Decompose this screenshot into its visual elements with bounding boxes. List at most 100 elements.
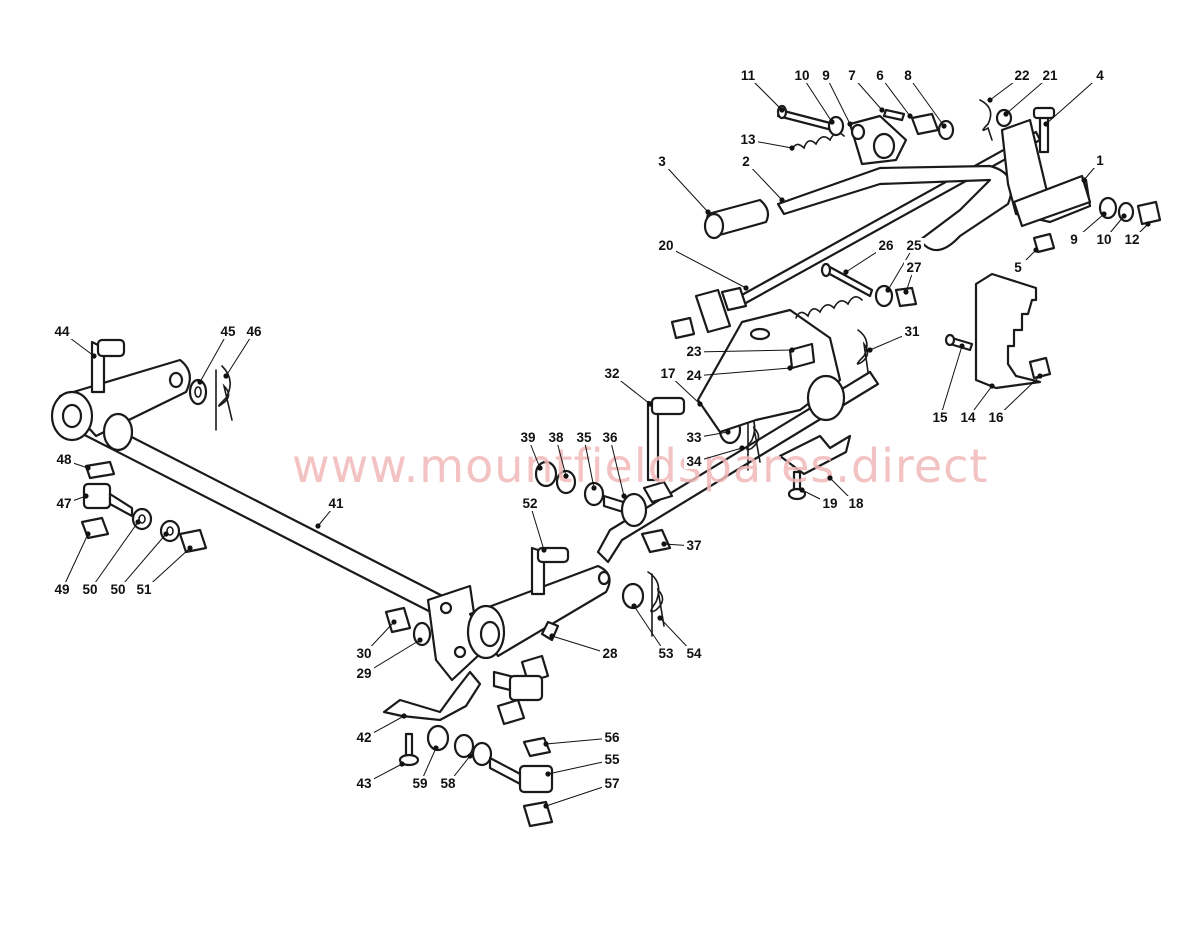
callout-anchor-dot xyxy=(537,465,543,471)
part-26-bolt xyxy=(820,262,874,298)
part-47-pivot-pin xyxy=(82,482,134,518)
callout-anchor-dot xyxy=(779,107,785,113)
callout-leader xyxy=(693,367,791,377)
callout-anchor-dot xyxy=(843,269,849,275)
callout-anchor-dot xyxy=(789,347,795,353)
callout-label-bg xyxy=(602,776,622,791)
callout-leader xyxy=(225,331,255,377)
callout-anchor-dot xyxy=(163,531,169,537)
part-11-bolt xyxy=(776,104,836,132)
callout-label-10: 10 xyxy=(1096,232,1111,247)
part-31-clip xyxy=(856,329,869,373)
callout-anchor-dot xyxy=(959,343,965,349)
callout-label-38: 38 xyxy=(548,430,564,445)
callout-label-bg xyxy=(354,776,374,791)
callout-leader xyxy=(583,437,595,489)
part-59-spacer xyxy=(426,724,450,752)
callout-label-28: 28 xyxy=(602,646,618,661)
callout-leader xyxy=(545,783,613,807)
callout-label-18: 18 xyxy=(848,496,864,511)
callout-label-59: 59 xyxy=(412,776,427,791)
callout-anchor-dot xyxy=(543,803,549,809)
callout-label-17: 17 xyxy=(660,366,675,381)
part-2-pedal-arm xyxy=(776,164,1013,252)
callout-label-bg xyxy=(736,154,756,169)
part-35-washer xyxy=(583,481,605,507)
callout-label-20: 20 xyxy=(658,238,673,253)
callout-leader xyxy=(939,345,963,419)
part-38-washer xyxy=(555,469,577,495)
callout-anchor-dot xyxy=(1043,121,1049,127)
callout-anchor-dot xyxy=(743,285,749,291)
callout-anchor-dot xyxy=(829,119,835,125)
callout-anchor-dot xyxy=(85,531,91,537)
callout-label-22: 22 xyxy=(1014,68,1029,83)
callout-label-bg xyxy=(546,430,566,445)
callout-label-11: 11 xyxy=(741,68,756,83)
part-43-screw xyxy=(398,732,420,767)
part-18-bracket xyxy=(778,434,852,476)
callout-label-48: 48 xyxy=(56,452,72,467)
callout-label-bg xyxy=(898,68,918,83)
callout-label-bg xyxy=(986,410,1006,425)
callout-label-12: 12 xyxy=(1124,232,1139,247)
part-9-bracket xyxy=(848,114,908,166)
part-51-nut xyxy=(178,528,208,554)
part-22-r-clip xyxy=(979,99,993,141)
callout-label-24: 24 xyxy=(686,368,702,383)
callout-label-13: 13 xyxy=(740,132,756,147)
part-32-pin xyxy=(646,396,686,482)
callout-label-bg xyxy=(354,646,374,661)
callout-anchor-dot xyxy=(725,429,731,435)
callout-anchor-dot xyxy=(739,445,745,451)
callout-anchor-dot xyxy=(885,287,891,293)
callout-leader xyxy=(661,161,709,213)
callout-anchor-dot xyxy=(1121,213,1127,219)
callout-label-31: 31 xyxy=(904,324,920,339)
callout-anchor-dot xyxy=(417,637,423,643)
callout-label-bg xyxy=(930,410,950,425)
part-17-plate xyxy=(696,308,846,434)
part-58-washers xyxy=(453,733,493,767)
callout-label-bg xyxy=(108,582,128,597)
callout-label-bg xyxy=(52,582,72,597)
callout-leader xyxy=(545,737,613,745)
callout-anchor-dot xyxy=(647,401,653,407)
callout-label-bg xyxy=(600,646,620,661)
callout-anchor-dot xyxy=(621,493,627,499)
part-24-spring xyxy=(795,296,863,319)
callout-anchor-dot xyxy=(903,289,909,295)
callout-label-bg xyxy=(54,452,74,467)
part-48-nut xyxy=(84,460,116,480)
callout-anchor-dot xyxy=(135,519,141,525)
callout-label-bg xyxy=(958,410,978,425)
callout-anchor-dot xyxy=(705,209,711,215)
part-16-nut xyxy=(1028,356,1052,380)
callout-label-23: 23 xyxy=(686,344,702,359)
callout-label-35: 35 xyxy=(576,430,592,445)
callout-leader xyxy=(693,349,793,353)
part-14-ratchet-plate xyxy=(974,272,1042,390)
callout-anchor-dot xyxy=(907,113,913,119)
part-36-bolt xyxy=(602,480,674,528)
callout-anchor-dot xyxy=(91,353,97,359)
callout-label-52: 52 xyxy=(522,496,537,511)
callout-label-bg xyxy=(52,324,72,339)
callout-leader xyxy=(1045,75,1101,125)
callout-label-2: 2 xyxy=(742,154,750,169)
callout-label-bg xyxy=(738,68,758,83)
callout-label-bg xyxy=(842,68,862,83)
callout-label-bg xyxy=(684,368,704,383)
callout-label-51: 51 xyxy=(136,582,152,597)
callout-anchor-dot xyxy=(391,619,397,625)
callout-label-27: 27 xyxy=(906,260,921,275)
callout-anchor-dot xyxy=(1037,373,1043,379)
callout-label-bg xyxy=(792,68,812,83)
callout-label-5: 5 xyxy=(1014,260,1022,275)
callout-label-bg xyxy=(870,68,890,83)
callout-anchor-dot xyxy=(545,771,551,777)
callout-label-50: 50 xyxy=(82,582,97,597)
callout-label-bg xyxy=(1094,232,1114,247)
callout-label-bg xyxy=(1090,68,1110,83)
